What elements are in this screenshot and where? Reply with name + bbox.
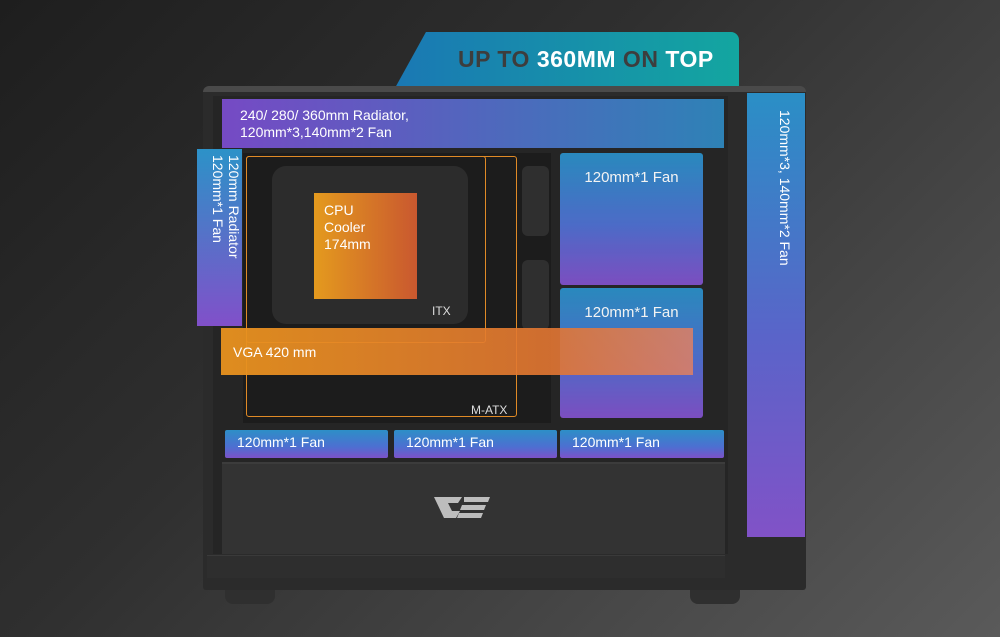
top-radiator-line: 240/ 280/ 360mm Radiator,: [240, 107, 409, 123]
top-radiator-zone: 240/ 280/ 360mm Radiator, 120mm*3,140mm*…: [222, 99, 724, 148]
cpu-cooler-zone: CPU Cooler 174mm: [314, 193, 417, 299]
headline-text: UP TO 360MM ON TOP: [458, 46, 714, 73]
cable-grommet: [522, 260, 549, 330]
vga-label: VGA 420 mm: [233, 344, 317, 360]
matx-label: M-ATX: [471, 403, 508, 417]
headline-part: ON: [616, 46, 666, 72]
fan-label: 120mm*1 Fan: [572, 434, 660, 450]
brand-logo: [434, 497, 490, 518]
fan-label: 120mm*1 Fan: [584, 304, 679, 321]
cpu-label: Cooler: [324, 219, 366, 235]
fan-label: 120mm*1 Fan: [584, 169, 679, 186]
rear-radiator-line: 120mm*1 Fan: [210, 155, 226, 243]
cable-grommet: [522, 166, 549, 236]
rear-radiator-line: 120mm Radiator: [226, 155, 242, 259]
bottom-fan-1: 120mm*1 Fan: [225, 430, 388, 458]
case-bottom-rail: [207, 555, 725, 578]
cpu-label: CPU: [324, 202, 354, 218]
headline-part: UP TO: [458, 46, 537, 72]
top-radiator-line: 120mm*3,140mm*2 Fan: [240, 124, 392, 140]
headline-banner: [395, 32, 739, 88]
case-foot: [690, 590, 740, 604]
front-fan-label: 120mm*3, 140mm*2 Fan: [777, 110, 793, 266]
itx-label: ITX: [432, 304, 451, 318]
headline-part: 360MM: [536, 46, 617, 72]
bottom-fan-2: 120mm*1 Fan: [394, 430, 557, 458]
gpu-zone: VGA 420 mm: [221, 328, 693, 375]
rear-radiator-zone: [197, 149, 242, 326]
fan-label: 120mm*1 Fan: [406, 434, 494, 450]
rear-radiator-label: 120mm Radiator 120mm*1 Fan: [210, 155, 242, 259]
headline-part: TOP: [665, 46, 714, 72]
case-foot: [225, 590, 275, 604]
side-fan-1: 120mm*1 Fan: [560, 153, 703, 285]
front-fan-zone: [747, 93, 805, 537]
bottom-fan-3: 120mm*1 Fan: [560, 430, 724, 458]
cpu-label: 174mm: [324, 236, 371, 252]
fan-label: 120mm*1 Fan: [237, 434, 325, 450]
